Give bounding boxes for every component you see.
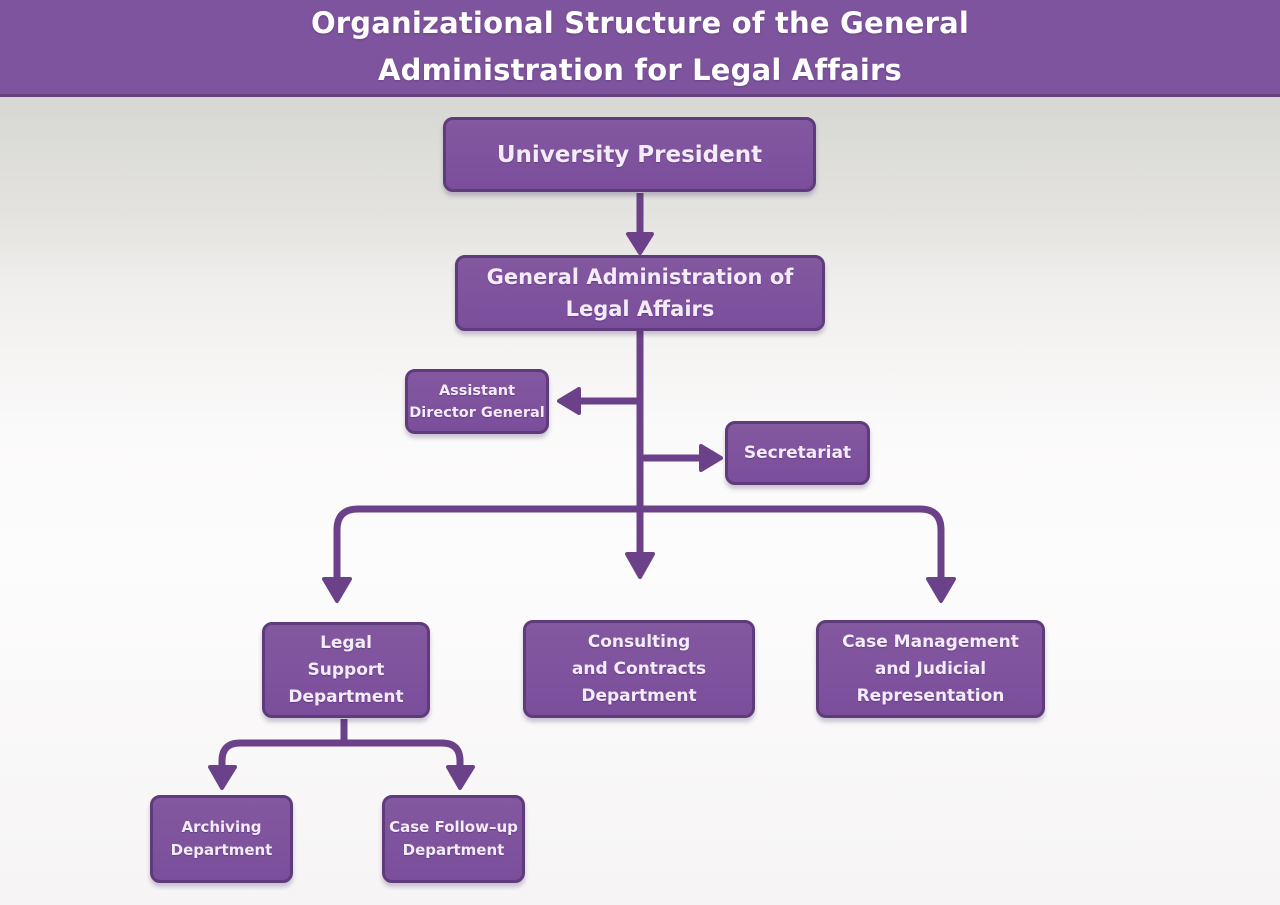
node-legal-support-department: Legal Support Department xyxy=(262,622,430,718)
node-case-management-judicial-representation: Case Management and Judicial Representat… xyxy=(816,620,1045,718)
node-assistant-director-general: Assistant Director General xyxy=(405,369,549,434)
node-general-administration: General Administration of Legal Affairs xyxy=(455,255,825,331)
node-secretariat: Secretariat xyxy=(725,421,870,485)
node-archiving-department: Archiving Department xyxy=(150,795,293,883)
page-title: Organizational Structure of the General … xyxy=(310,6,970,87)
node-case-followup-department: Case Follow–up Department xyxy=(382,795,525,883)
title-banner: Organizational Structure of the General … xyxy=(0,0,1280,97)
node-university-president: University President xyxy=(443,117,816,192)
node-consulting-contracts-department: Consulting and Contracts Department xyxy=(523,620,755,718)
